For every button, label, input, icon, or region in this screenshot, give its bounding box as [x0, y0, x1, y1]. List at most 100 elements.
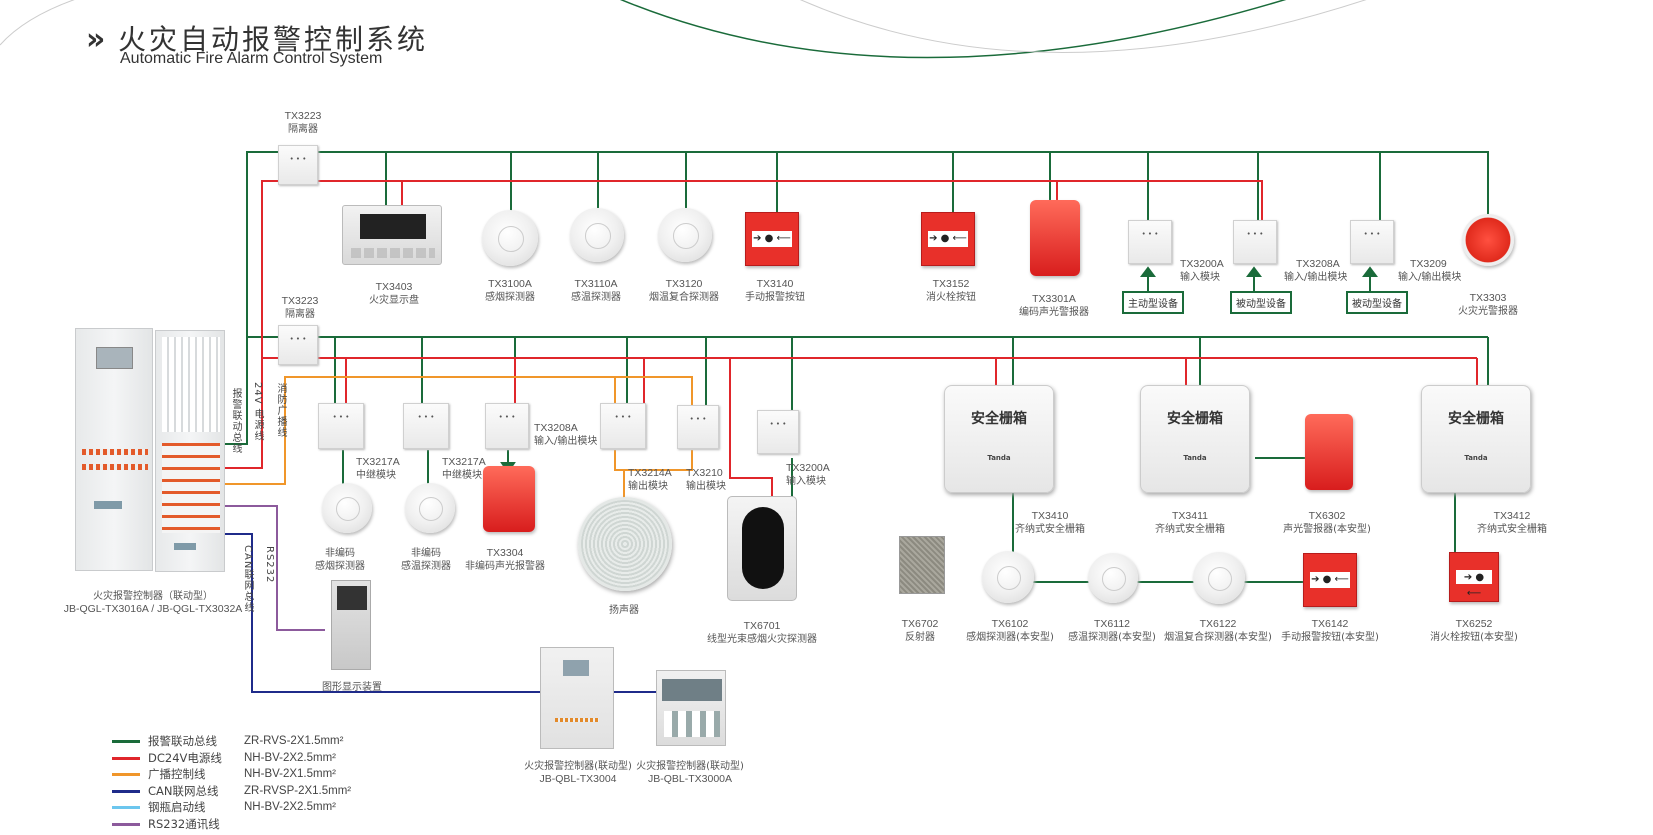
intrinsic-sounder-strobe — [1305, 414, 1353, 490]
decorative-arc — [620, 0, 1287, 59]
decorative-arc — [800, 0, 1367, 53]
sub-controller-tx3004-label: 火灾报警控制器(联动型) JB-QBL-TX3004 — [524, 761, 632, 785]
isolator-module — [278, 145, 318, 185]
dc24v-power-wires — [218, 180, 1478, 497]
isolator-module-2 — [278, 325, 318, 365]
legend-swatch — [112, 740, 140, 743]
relay-module — [318, 403, 364, 449]
page-subtitle: Automatic Fire Alarm Control System — [120, 50, 383, 67]
sub-controller-tx3004 — [540, 647, 614, 749]
main-controller-label: 火灾报警控制器（联动型） JB-QGL-TX3016A / JB-QGL-TX3… — [64, 590, 243, 616]
noncoded-sounder-strobe — [483, 466, 535, 532]
legend-swatch — [112, 822, 140, 826]
output-module-2 — [677, 405, 719, 449]
broadcast-label: 消防广播线 — [275, 383, 286, 438]
legend-spec: ZR-RVSP-2X1.5mm² — [244, 784, 352, 797]
passive-device-box-2: 被动型设备 — [1346, 291, 1408, 314]
button-glyph: ➔ ● ⟵ — [752, 231, 792, 247]
main-controller-name: 火灾报警控制器（联动型） — [92, 591, 213, 602]
intrinsic-manual-alarm-button: ➔ ● ⟵ — [1303, 553, 1357, 607]
graphic-display-device — [331, 580, 371, 670]
legend-name: 报警联动总线 — [148, 734, 217, 748]
input-module-2 — [757, 410, 799, 454]
intrinsic-smoke-detector — [982, 551, 1034, 603]
hydrant-button: ➔ ● ⟵ — [921, 212, 975, 266]
passive-device-box: 被动型设备 — [1230, 291, 1292, 314]
relay-module-2 — [403, 403, 449, 449]
coded-sounder-strobe — [1030, 200, 1080, 276]
legend-spec: NH-BV-2X2.5mm² — [244, 751, 337, 764]
noncoded-heat-detector — [405, 483, 455, 533]
alarm-bus-wires — [218, 151, 1489, 583]
active-device-box: 主动型设备 — [1122, 291, 1184, 314]
fire-light-alarm — [1462, 214, 1514, 266]
legend-spec: ZR-RVS-2X1.5mm² — [244, 735, 344, 747]
io-module-2 — [1350, 220, 1394, 264]
safety-barrier-box-3: 安全栅箱 Tanda — [1421, 385, 1531, 493]
sub-controller-tx3000a — [656, 670, 726, 746]
intrinsic-combo-detector — [1193, 552, 1245, 604]
legend-swatch — [112, 806, 140, 809]
legend-swatch — [112, 789, 140, 793]
can-network-wire — [218, 533, 656, 693]
rs232-wire — [218, 505, 325, 631]
io-module-3 — [485, 403, 529, 449]
legend-spec: NH-BV-2X2.5mm² — [244, 801, 337, 813]
legend-name: 广播控制线 — [148, 767, 206, 781]
power-24v-label: 24V 电源线 — [252, 382, 263, 442]
title-chevron-icon: » — [86, 22, 106, 57]
manual-alarm-button: ➔ ● ⟵ — [745, 212, 799, 266]
legend-swatch — [112, 756, 140, 760]
combo-detector — [658, 208, 712, 262]
noncoded-smoke-detector — [322, 483, 372, 533]
safety-barrier-box-2: 安全栅箱 Tanda — [1140, 385, 1250, 493]
noncoded-heat-detector-label: 非编码感温探测器 — [401, 548, 451, 572]
rs232-label: RS232 — [264, 546, 275, 584]
intrinsic-heat-detector — [1088, 553, 1138, 603]
noncoded-smoke-detector-label: 非编码感烟探测器 — [315, 548, 365, 572]
main-controller-cabinet-left — [75, 328, 153, 571]
sub-controller-tx3000a-label: 火灾报警控制器(联动型) JB-QBL-TX3000A — [636, 761, 744, 785]
safety-barrier-box-1: 安全栅箱 Tanda — [944, 385, 1054, 493]
fire-display-panel — [342, 205, 442, 265]
legend-name: 钢瓶启动线 — [148, 800, 206, 814]
can-bus-label: CAN联网总线 — [242, 545, 253, 614]
graphic-display-label: 图形显示装置 — [322, 682, 382, 693]
heat-detector — [570, 208, 624, 262]
io-module — [1233, 220, 1277, 264]
reflector — [899, 536, 945, 594]
alarm-bus-label: 报警联动总线 — [230, 388, 241, 454]
speaker-label: 扬声器 — [609, 605, 639, 616]
page-title: 火灾自动报警控制系统 — [118, 23, 429, 56]
broadcast-wires — [218, 376, 693, 500]
main-controller-cabinet-right — [155, 330, 225, 572]
smoke-detector — [482, 210, 538, 266]
